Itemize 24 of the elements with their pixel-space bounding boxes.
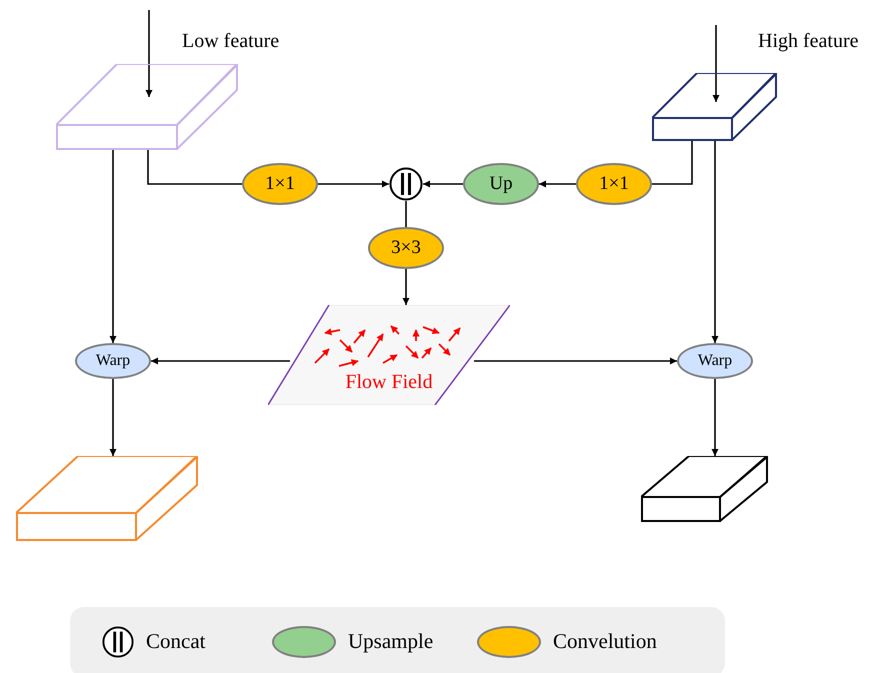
node-label: 1×1 [599,172,629,196]
node-label: Flow Field [345,370,433,395]
node-label: Warp [96,351,130,371]
arrow [402,269,410,305]
node-label: Warp [698,351,732,371]
arrow [712,379,718,456]
arrow [146,10,152,97]
arrow [712,25,720,102]
node-label: 1×1 [265,172,295,196]
node-label: 3×3 [391,236,421,260]
arrow [318,180,389,188]
legend-label: Concat [146,628,206,656]
legend-label: Convelution [553,628,657,656]
feature-label: Low feature [182,29,280,54]
arrow [474,358,677,364]
feature-label: High feature [758,29,859,54]
legend-label: Upsample [348,628,434,656]
arrow [110,379,116,456]
arrow [110,150,116,343]
arrow [712,141,718,343]
arrow [423,180,463,188]
arrow [151,358,290,364]
arrow [539,180,576,188]
node-label: Up [489,172,513,196]
